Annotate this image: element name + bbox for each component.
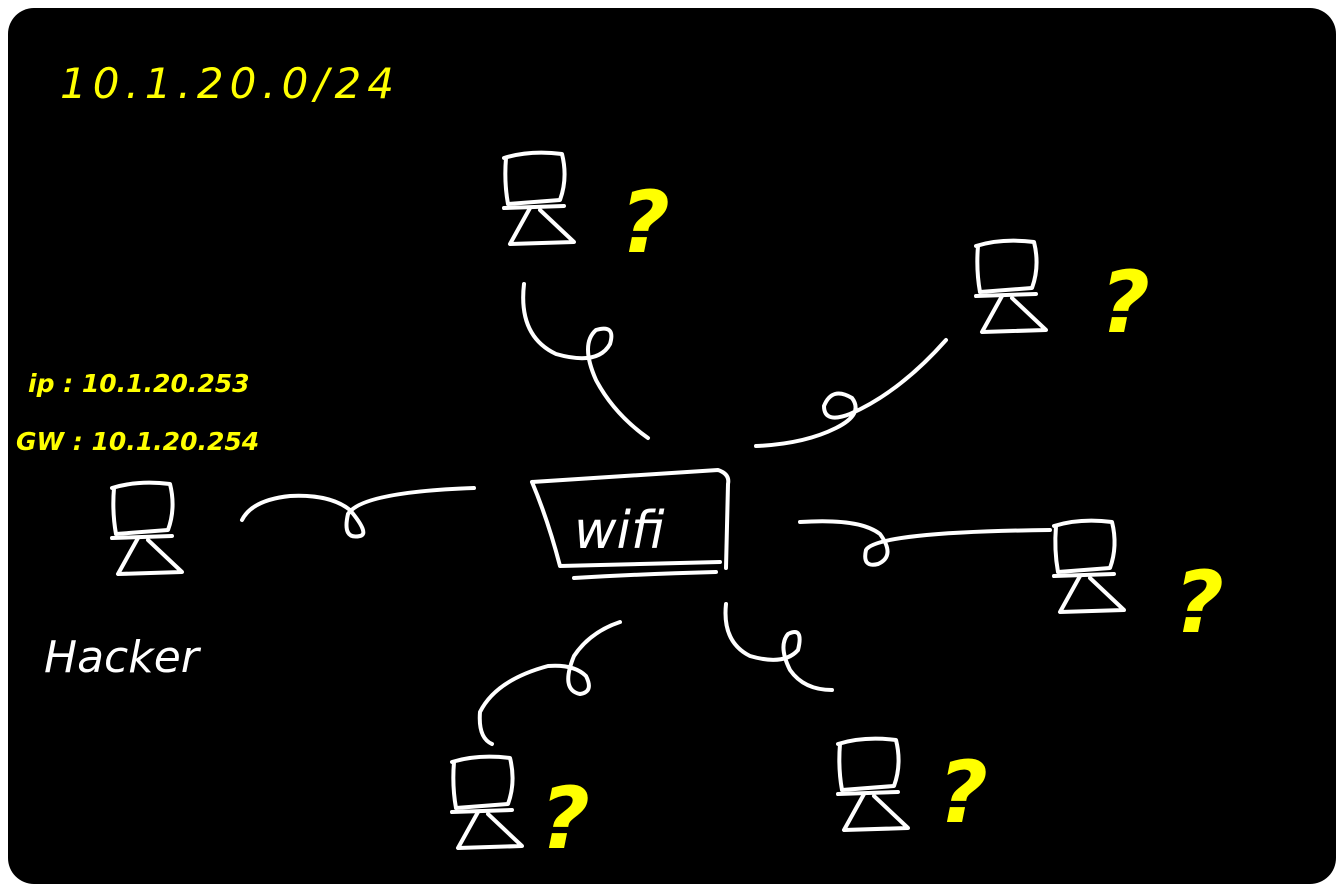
cable-top [521,282,650,440]
question-mark-icon: ? [1100,253,1150,353]
subnet-label: 10.1.20.0/24 [60,59,400,108]
wifi-router-label: wifi [574,501,665,561]
cable-upper-right [754,338,948,448]
cable-bottom [477,620,622,746]
cable-right [798,519,1052,567]
question-mark-icon: ? [1174,553,1224,653]
question-mark-icon: ? [540,769,590,869]
cables [240,282,1052,746]
wifi-router-base [572,570,718,580]
question-mark-icon: ? [938,743,988,843]
hacker-gateway-label: GW : 10.1.20.254 [16,427,259,456]
question-mark-icon: ? [620,173,670,273]
unknown-host-markers: ? ? ? ? ? [540,173,1224,869]
cable-bottom-right [723,602,834,692]
hacker-name-label: Hacker [44,632,202,683]
board-background [8,8,1336,884]
cable-hacker [240,486,476,539]
wifi-router-box [530,468,731,570]
hacker-ip-label: ip : 10.1.20.253 [28,369,250,398]
wifi-router [530,468,731,580]
